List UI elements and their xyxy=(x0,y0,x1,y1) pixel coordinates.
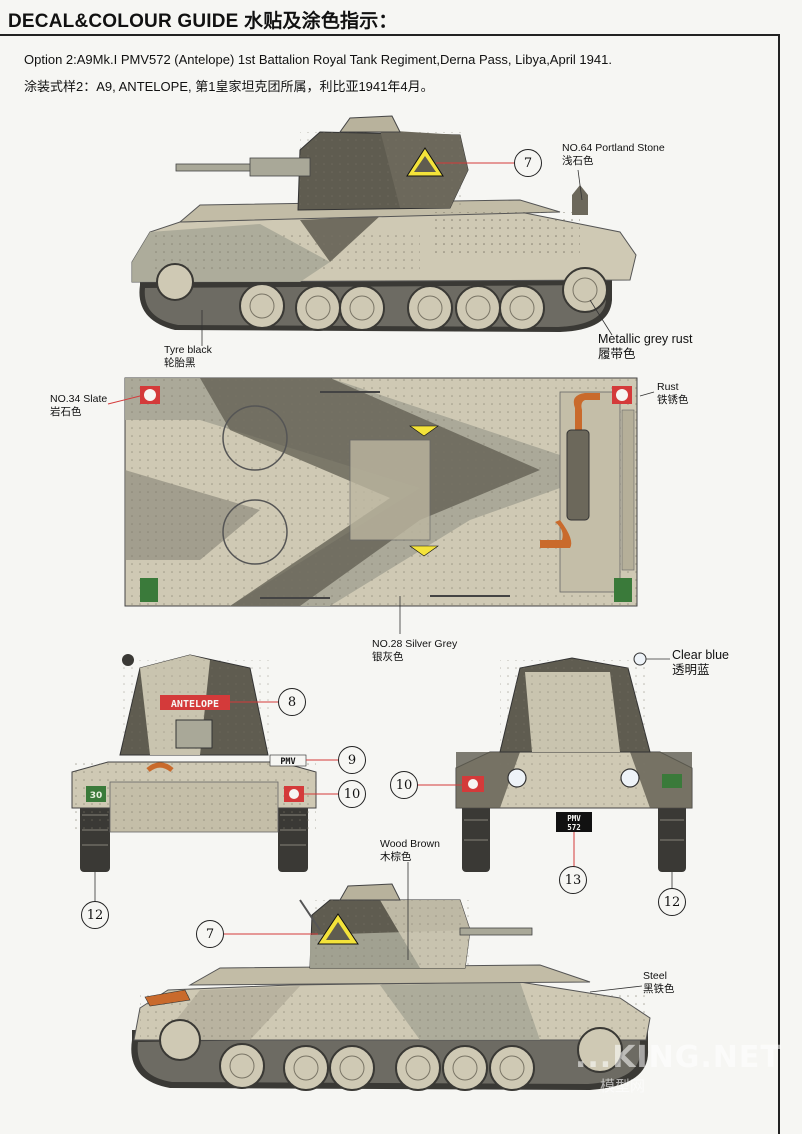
pmv-rear-decal-bottom: 572 xyxy=(567,823,581,832)
callout-13: 13 xyxy=(559,866,587,894)
label-tyre-black-cn: 轮胎黑 xyxy=(164,357,196,369)
label-tyre-black: Tyre black 轮胎黑 xyxy=(164,344,212,370)
rear-view: PMV 572 xyxy=(416,652,693,892)
frame-right-rule xyxy=(778,34,780,1134)
label-steel-cn: 黑铁色 xyxy=(643,983,675,995)
label-metallic-grey-rust: Metallic grey rust 履带色 xyxy=(598,332,692,362)
label-clear-blue: Clear blue 透明蓝 xyxy=(672,648,729,678)
pmv-rear-decal-top: PMV xyxy=(567,814,581,823)
page-title: DECAL&COLOUR GUIDE 水贴及涂色指示： xyxy=(8,11,398,32)
label-steel: Steel 黑铁色 xyxy=(643,970,675,996)
callout-10-rear: 10 xyxy=(390,771,418,799)
side-view-left xyxy=(131,115,637,346)
callout-9: 9 xyxy=(338,746,366,774)
label-silver-grey-cn: 银灰色 xyxy=(372,651,404,663)
label-portland-stone-cn: 浅石色 xyxy=(562,155,594,167)
label-portland-stone-en: NO.64 Portland Stone xyxy=(562,142,665,154)
label-rust-cn: 铁锈色 xyxy=(657,394,689,406)
top-view xyxy=(107,377,655,634)
label-portland-stone: NO.64 Portland Stone 浅石色 xyxy=(562,142,665,168)
callout-8: 8 xyxy=(278,688,306,716)
label-tyre-black-en: Tyre black xyxy=(164,344,212,356)
callout-12-front: 12 xyxy=(81,901,109,929)
callout-7-bottom: 7 xyxy=(196,920,224,948)
label-silver-grey: NO.28 Silver Grey 银灰色 xyxy=(372,638,457,664)
callout-10-front: 10 xyxy=(338,780,366,808)
label-metallic-grey-rust-en: Metallic grey rust xyxy=(598,332,693,346)
side-view-right xyxy=(131,862,651,1091)
antelope-decal-text: ANTELOPE xyxy=(171,699,219,710)
callout-12-rear: 12 xyxy=(658,888,686,916)
watermark-subtext: 模型网 xyxy=(600,1078,646,1095)
label-rust: Rust 铁锈色 xyxy=(657,381,689,407)
label-slate-cn: 岩石色 xyxy=(50,406,82,418)
label-slate: NO.34 Slate 岩石色 xyxy=(50,393,107,419)
option-description-cn: 涂装式样2：A9, ANTELOPE, 第1皇家坦克团所属，利比亚1941年4月… xyxy=(24,79,434,94)
label-clear-blue-cn: 透明蓝 xyxy=(672,663,710,677)
label-wood-brown: Wood Brown 木棕色 xyxy=(380,838,440,864)
label-wood-brown-en: Wood Brown xyxy=(380,838,440,850)
label-slate-en: NO.34 Slate xyxy=(50,393,108,405)
pmv-front-decal-text: PMV xyxy=(280,757,295,767)
label-clear-blue-en: Clear blue xyxy=(672,648,729,662)
frame-top-rule xyxy=(0,34,780,36)
label-silver-grey-en: NO.28 Silver Grey xyxy=(372,638,458,650)
label-steel-en: Steel xyxy=(643,970,667,982)
option-description-en: Option 2:A9Mk.I PMV572 (Antelope) 1st Ba… xyxy=(24,52,612,67)
watermark-text: ...KING.NET xyxy=(575,1040,782,1075)
label-metallic-grey-rust-cn: 履带色 xyxy=(598,347,636,361)
callout-7-top: 7 xyxy=(514,149,542,177)
front-view: ANTELOPE PMV 30 xyxy=(71,654,338,902)
label-rust-en: Rust xyxy=(657,381,679,393)
number-decal-front: 30 xyxy=(90,791,103,801)
label-wood-brown-cn: 木棕色 xyxy=(380,851,412,863)
